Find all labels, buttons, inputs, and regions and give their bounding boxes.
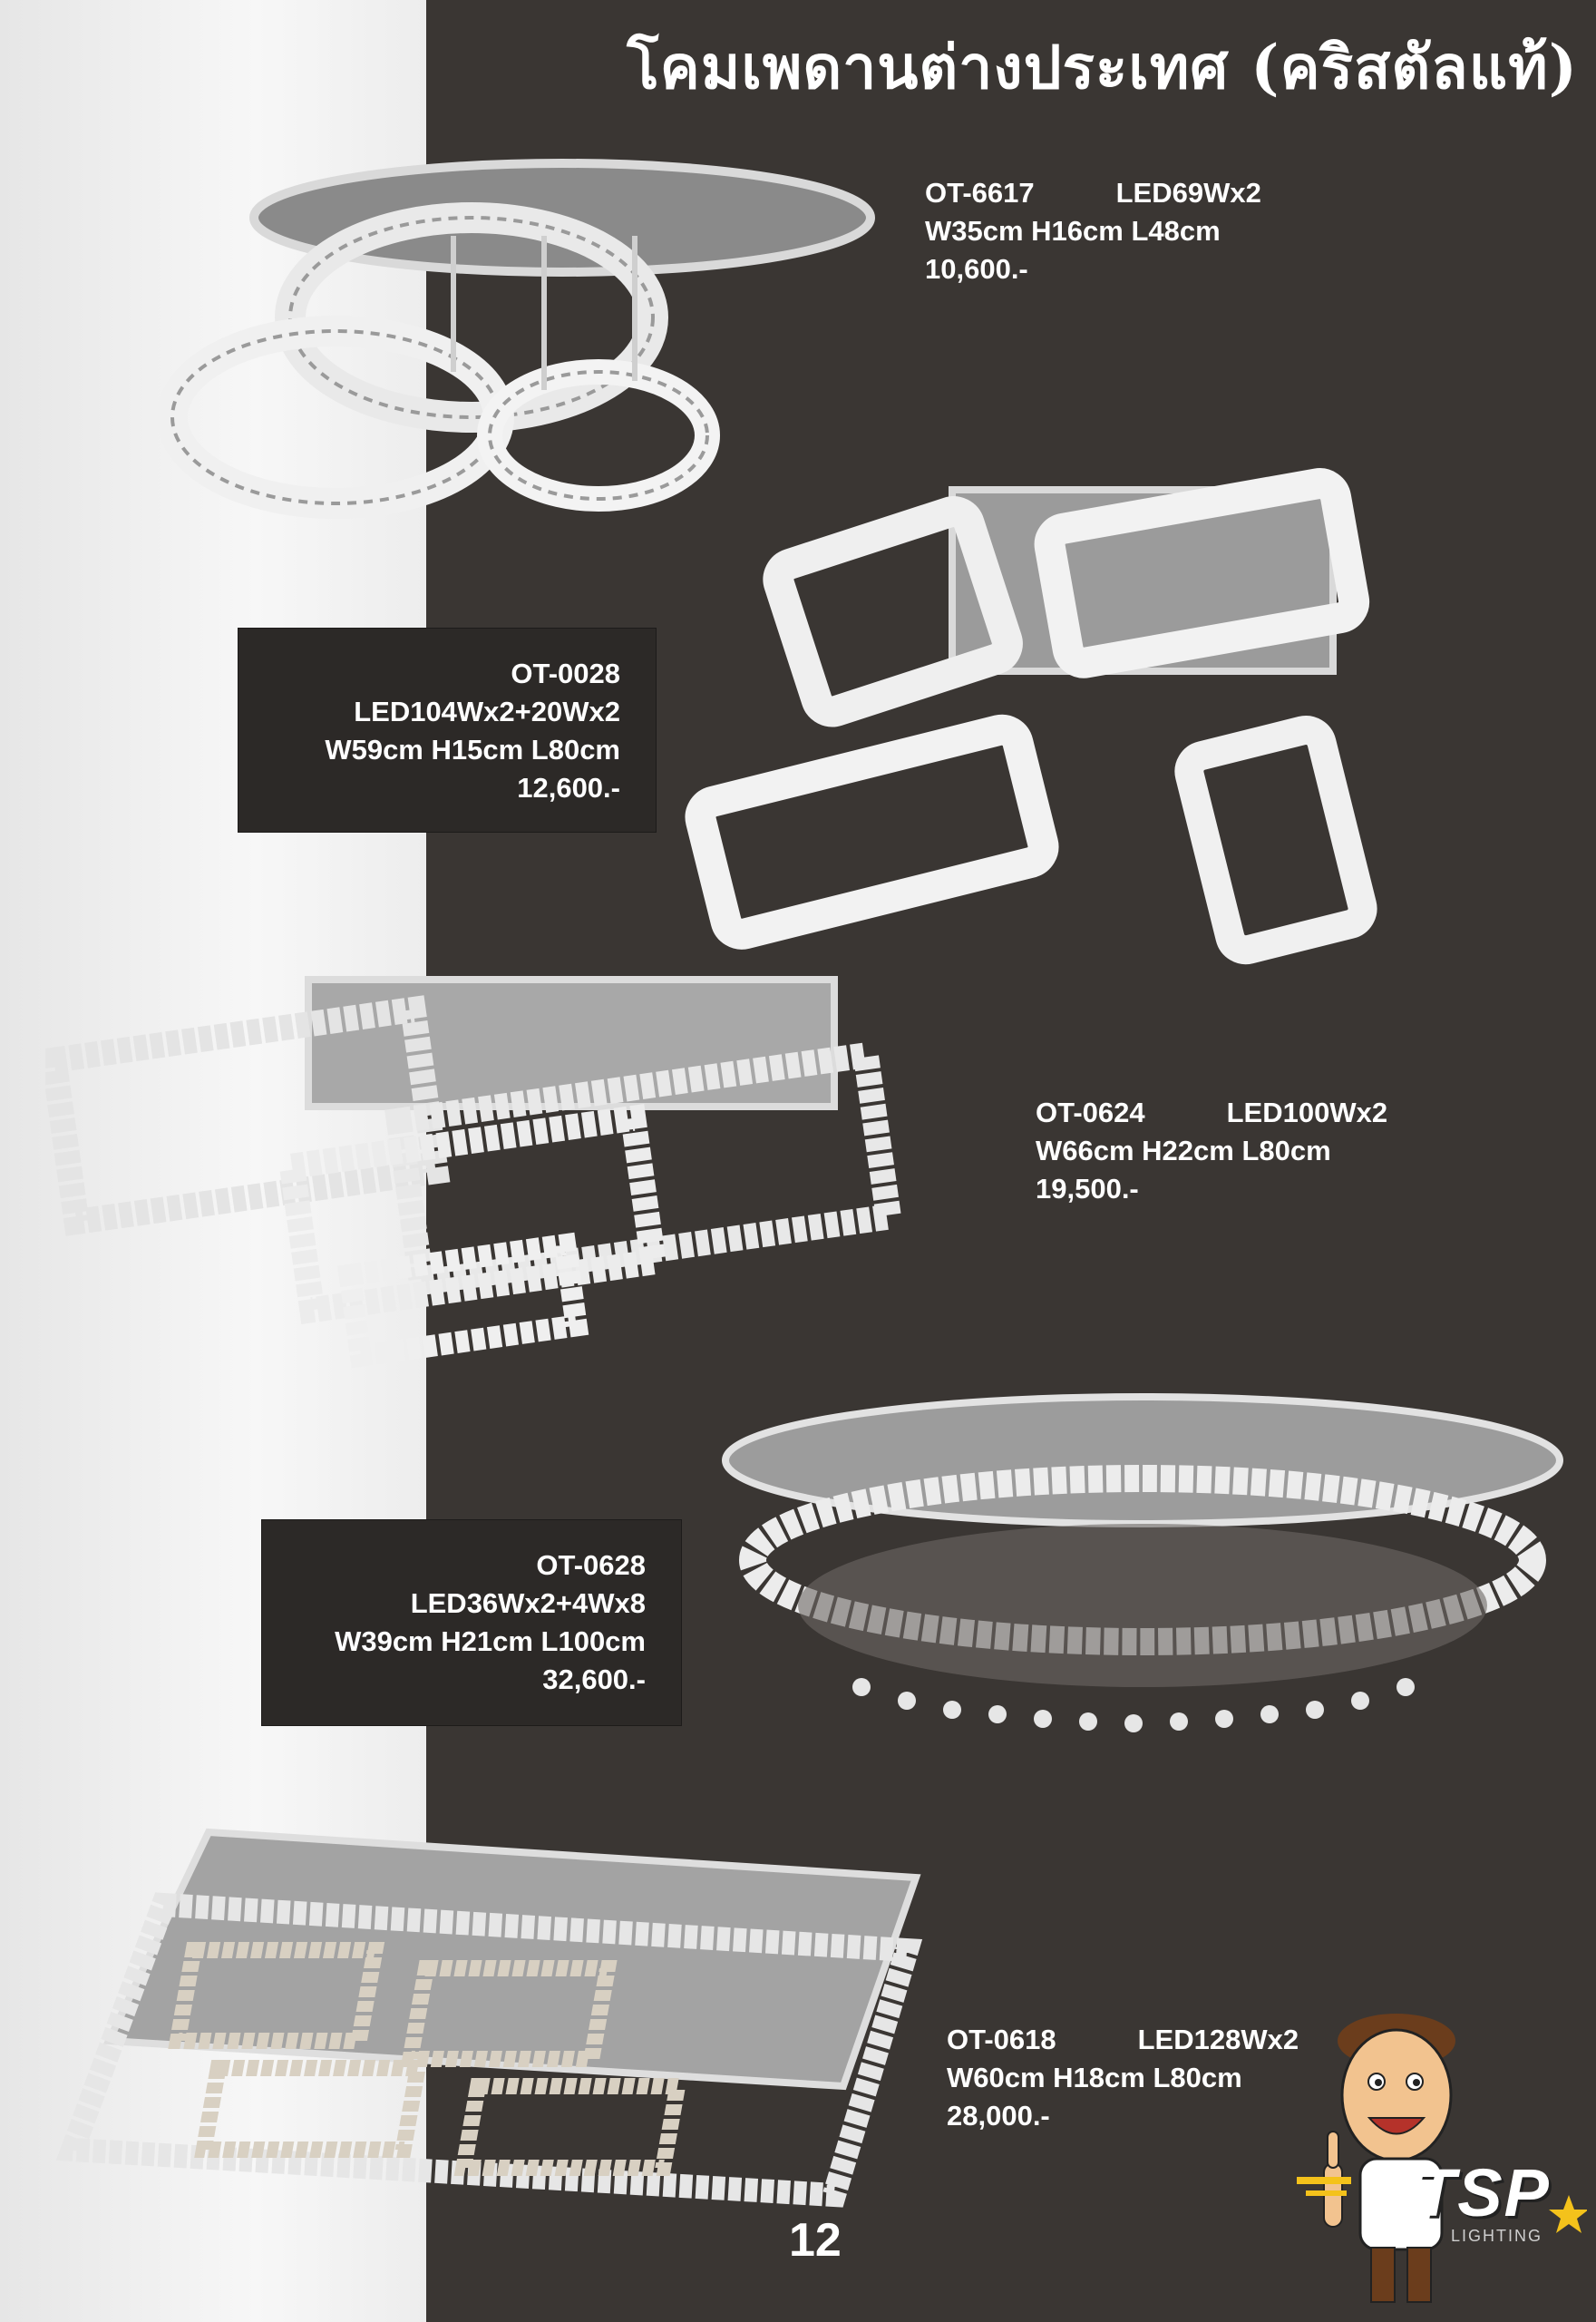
product-power: LED69Wx2 [1115,177,1261,209]
product-code: OT-6617 [925,177,1035,209]
page-title: โคมเพดานต่างประเทศ (คริสตัลแท้) [627,32,1578,102]
product-power: LED104Wx2+20Wx2 [354,696,620,727]
lamp-image-ot-0628 [722,1393,1563,1732]
spec-ot-0624: OT-0624 LED100Wx2 W66cm H22cm L80cm 19,50… [1036,1094,1387,1208]
spec-ot-0618: OT-0618 LED128Wx2 W60cm H18cm L80cm 28,00… [947,2021,1299,2135]
product-dims: W39cm H21cm L100cm [335,1625,646,1657]
product-power: LED36Wx2+4Wx8 [410,1587,646,1619]
page-number: 12 [789,2214,842,2267]
lamp-image-ot-0618 [55,1828,923,2208]
product-price: 12,600.- [517,772,620,804]
lamp-image-ot-0028 [685,468,1377,965]
product-code: OT-0028 [511,658,620,689]
product-dims: W59cm H15cm L80cm [325,734,620,766]
product-code: OT-0628 [536,1549,646,1581]
spec-ot-6617: OT-6617 LED69Wx2 W35cm H16cm L48cm 10,600… [925,174,1261,288]
product-price: 19,500.- [1036,1173,1139,1205]
product-dims: W35cm H16cm L48cm [925,215,1221,247]
lamp-image-ot-6617 [157,159,875,519]
spec-box-ot-0028: OT-0028 LED104Wx2+20Wx2 W59cm H15cm L80c… [238,628,657,833]
product-dims: W60cm H18cm L80cm [947,2062,1242,2093]
lamp-image-ot-0624 [45,976,903,1369]
mascot-icon [1297,2014,1587,2303]
brand-logo-text: TSP [1415,2155,1551,2230]
brand-logo-subtext: LIGHTING [1451,2227,1543,2245]
product-code: OT-0618 [947,2024,1056,2055]
spec-box-ot-0628: OT-0628 LED36Wx2+4Wx8 W39cm H21cm L100cm… [261,1519,682,1726]
product-dims: W66cm H22cm L80cm [1036,1135,1331,1166]
product-price: 10,600.- [925,253,1028,285]
product-price: 28,000.- [947,2100,1050,2132]
product-power: LED100Wx2 [1226,1097,1388,1128]
product-price: 32,600.- [542,1663,646,1695]
product-code: OT-0624 [1036,1097,1145,1128]
product-power: LED128Wx2 [1137,2024,1299,2055]
